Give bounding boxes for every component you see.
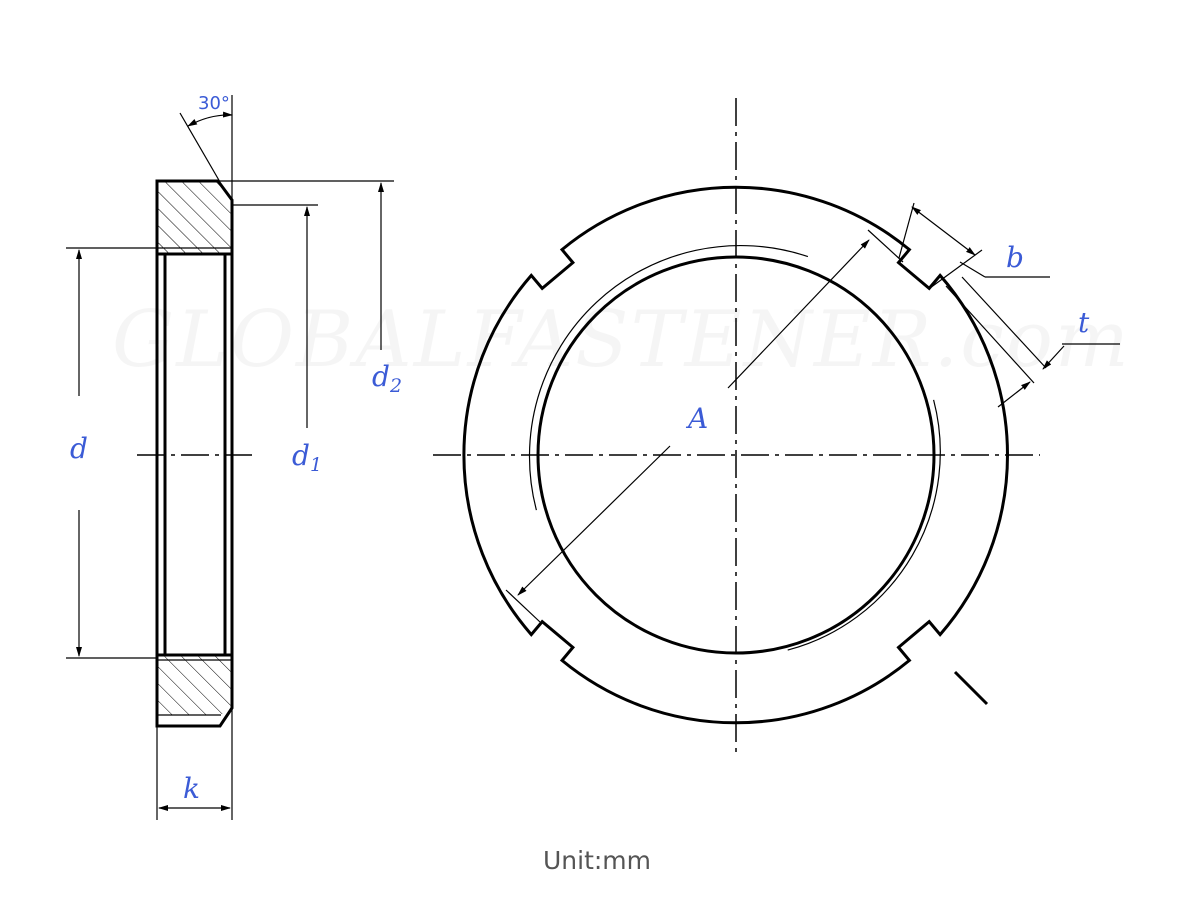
side-outline xyxy=(155,179,234,728)
A-label: A xyxy=(685,402,708,435)
angle-chamfer-extension xyxy=(179,112,221,183)
t-label: t xyxy=(1078,306,1090,339)
unit-label: Unit:mm xyxy=(542,846,652,875)
side-view: 30° d d1 d2 k xyxy=(66,93,402,820)
t-arrow-outer xyxy=(1042,345,1065,370)
b-extension-2 xyxy=(929,249,983,289)
d1-label: d1 xyxy=(292,439,322,476)
watermark: GLOBALFASTENER.com xyxy=(112,295,1131,385)
b-leader xyxy=(959,261,986,278)
angle-arc xyxy=(187,111,233,127)
front-view: A b t xyxy=(433,98,1120,755)
b-extension-1 xyxy=(898,202,915,259)
angle-label: 30° xyxy=(198,93,230,114)
thread-arc-left xyxy=(528,244,809,511)
outer-ring-with-slots xyxy=(462,185,1009,725)
t-extension-2 xyxy=(961,276,1047,369)
A-extension-upper xyxy=(867,229,904,263)
d2-label: d2 xyxy=(372,360,402,397)
thread-arc-right xyxy=(787,399,941,651)
t-extension-1 xyxy=(945,285,1035,384)
top-hatched-section xyxy=(157,181,232,254)
b-label: b xyxy=(1006,241,1024,274)
d-label: d xyxy=(70,432,88,465)
A-dimension-line-lower xyxy=(517,445,671,596)
section-cut-mark xyxy=(953,670,989,706)
t-arrow-inner xyxy=(997,381,1031,408)
A-dimension-line-upper xyxy=(727,239,870,389)
bottom-hatched-section xyxy=(157,655,232,715)
b-dimension-line xyxy=(911,206,976,256)
k-label: k xyxy=(183,772,200,805)
A-extension-lower xyxy=(505,589,541,623)
